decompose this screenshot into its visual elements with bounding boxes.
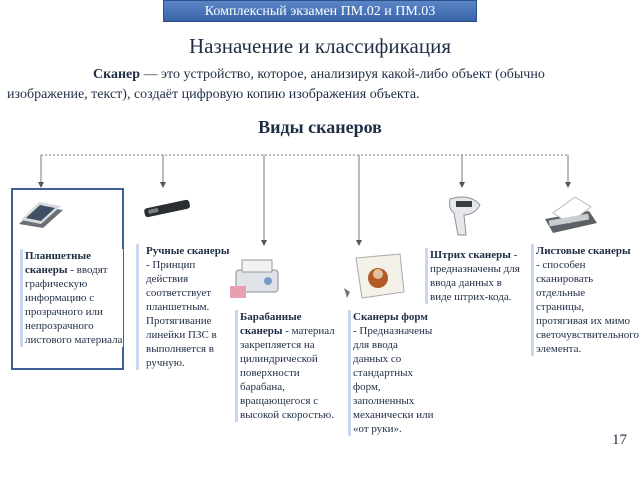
card-barcode: Штрих сканеры - предназначены для ввода … bbox=[425, 248, 525, 304]
card-handheld: Ручные сканеры - Принцип действия соотве… bbox=[136, 244, 230, 370]
page-number: 17 bbox=[612, 432, 627, 448]
type-desc: - вводят графическую информацию с прозра… bbox=[25, 264, 123, 346]
type-name: Планшетные сканеры bbox=[25, 250, 91, 276]
header-bar: Комплексный экзамен ПМ.02 и ПМ.03 bbox=[163, 0, 477, 22]
intro-term: Сканер bbox=[93, 67, 141, 82]
type-desc: - предназначены для ввода данных в виде … bbox=[430, 249, 520, 303]
type-name: Барабанные сканеры bbox=[240, 311, 302, 337]
flatbed-scanner-icon bbox=[19, 202, 63, 228]
card-flatbed: Планшетные сканеры - вводят графическую … bbox=[20, 249, 123, 347]
handheld-scanner-icon bbox=[144, 199, 190, 218]
form-scanner-icon bbox=[344, 253, 405, 299]
barcode-scanner-icon bbox=[449, 196, 481, 236]
page-title: Назначение и классификация bbox=[189, 34, 451, 58]
type-name: Штрих сканеры bbox=[430, 249, 511, 261]
type-desc: - материал закрепляется на цилиндрическо… bbox=[240, 325, 335, 421]
intro-text: — это устройство, которое, анализируя ка… bbox=[7, 67, 545, 102]
header-text: Комплексный экзамен ПМ.02 и ПМ.03 bbox=[204, 4, 436, 19]
card-drum: Барабанные сканеры - материал закрепляет… bbox=[235, 310, 335, 422]
card-sheetfed: Листовые сканеры - способен сканировать … bbox=[531, 244, 639, 356]
flatbed-highlight-box bbox=[11, 188, 124, 370]
type-desc: - способен сканировать отдельные страниц… bbox=[536, 259, 640, 355]
intro-paragraph: Сканер — это устройство, которое, анализ… bbox=[7, 65, 607, 105]
section-subtitle: Виды сканеров bbox=[258, 117, 382, 137]
sheetfed-scanner-icon bbox=[545, 196, 597, 233]
type-name: Ручные сканеры bbox=[146, 245, 230, 257]
type-desc: - Принцип действия соответствует планшет… bbox=[146, 259, 217, 369]
type-name: Сканеры форм bbox=[353, 311, 428, 323]
type-name: Листовые сканеры bbox=[536, 245, 631, 257]
drum-scanner-icon bbox=[230, 259, 279, 298]
card-forms: Сканеры форм - Предназначены для ввода д… bbox=[348, 310, 434, 436]
type-desc: - Предназначены для ввода данных со стан… bbox=[353, 325, 434, 435]
